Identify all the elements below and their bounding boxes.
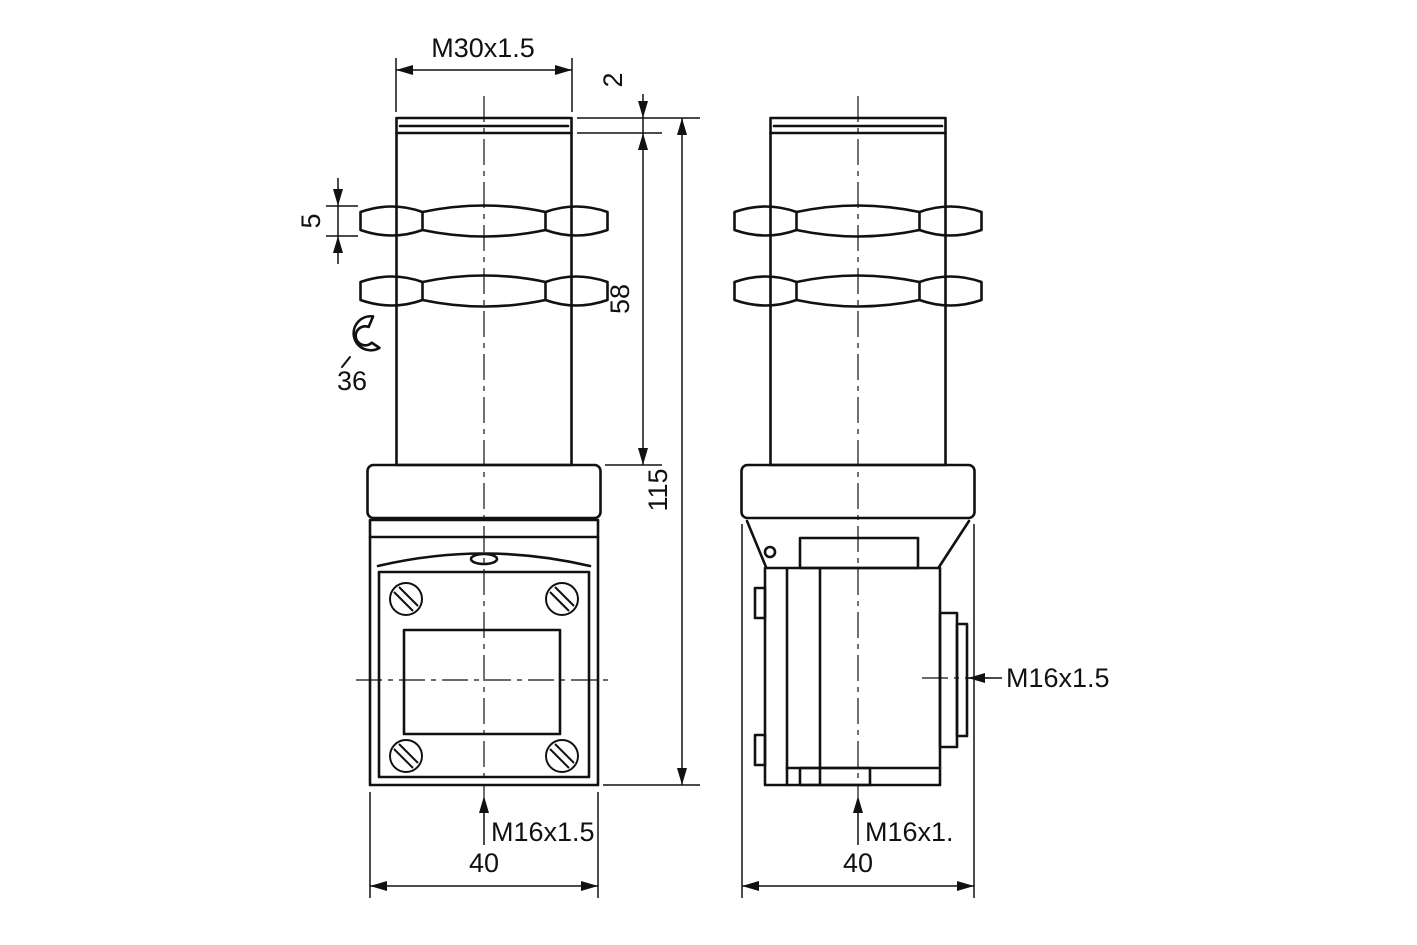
callout-side-entry <box>968 673 1002 683</box>
screw-icon <box>389 582 423 616</box>
dim-tip-and-barrel <box>577 94 700 466</box>
dim-overall-length <box>603 118 700 786</box>
hood-slot-hole <box>469 552 499 566</box>
label-bottom-entry-side: M16x1. <box>865 817 954 847</box>
hood-screw <box>763 545 777 559</box>
side-gland-cap <box>955 622 969 738</box>
front-centerlines <box>356 96 612 812</box>
callout-bottom-entry-side <box>853 796 863 845</box>
wrench-icon <box>341 315 381 368</box>
dim-label-wrench-size: 36 <box>337 366 367 396</box>
mount-tab-upper <box>753 586 767 620</box>
dim-label-body-width-side: 40 <box>843 848 873 878</box>
dim-label-tip-height: 2 <box>598 72 628 87</box>
label-side-entry: M16x1.5 <box>1006 663 1110 693</box>
front-view <box>356 96 612 812</box>
side-gland-boss <box>938 611 959 749</box>
callout-bottom-entry-front <box>479 796 489 845</box>
top-gland-plate <box>798 536 920 570</box>
bottom-gland-opening <box>798 766 872 787</box>
side-terminal-housing <box>745 519 971 787</box>
terminal-window <box>402 628 562 736</box>
screw-icon <box>545 582 579 616</box>
screw-icon <box>389 739 423 773</box>
mount-tab-lower <box>753 733 767 767</box>
label-bottom-entry-front: M16x1.5 <box>491 817 595 847</box>
screw-icon <box>545 739 579 773</box>
side-centerlines <box>857 96 990 812</box>
dimensions: M30x1.5 2 58 115 5 <box>296 33 1110 898</box>
dim-label-overall-length: 115 <box>643 468 673 511</box>
side-view <box>735 96 990 812</box>
dim-label-thread: M30x1.5 <box>431 33 535 63</box>
dim-thread-m30 <box>395 58 573 112</box>
dim-body-width-side <box>741 524 975 898</box>
dim-label-nut-thickness: 5 <box>296 213 326 228</box>
dim-label-body-width-front: 40 <box>469 848 499 878</box>
dim-nut-thickness <box>326 178 358 264</box>
dim-body-width-front <box>369 792 599 898</box>
dim-label-barrel-length: 58 <box>605 284 635 314</box>
